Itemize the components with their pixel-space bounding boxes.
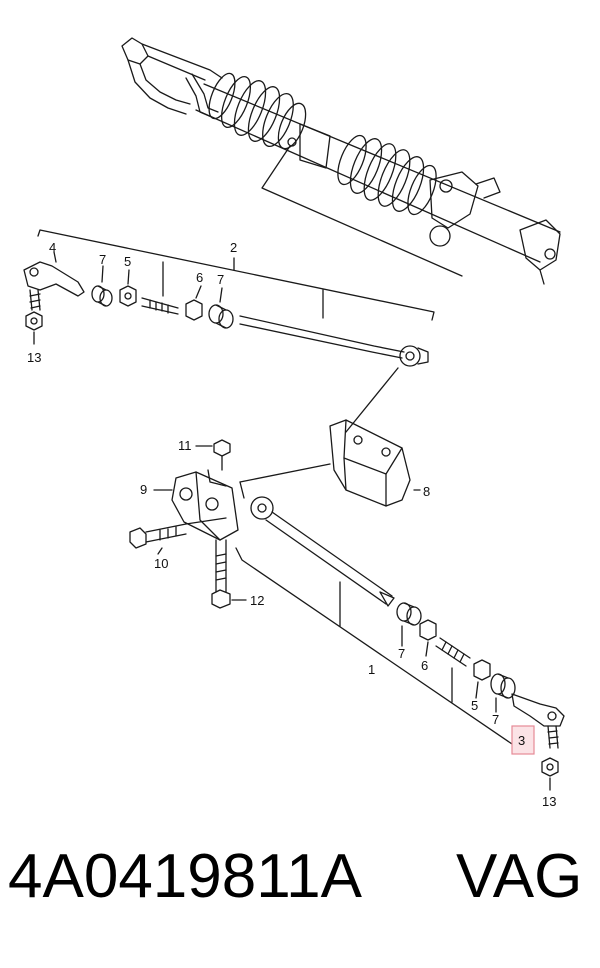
label-8: 8 — [423, 484, 430, 499]
bracket-8 — [329, 419, 421, 507]
label-7-lower-left: 7 — [398, 646, 405, 661]
label-1: 1 — [368, 662, 375, 677]
label-7-upper-left: 7 — [99, 252, 106, 267]
label-6-upper: 6 — [196, 270, 203, 285]
label-13-lower: 13 — [542, 794, 556, 809]
label-9: 9 — [140, 482, 147, 497]
label-4: 4 — [49, 240, 56, 255]
label-13-upper: 13 — [27, 350, 41, 365]
label-3: 3 — [518, 733, 525, 748]
part-number: 4A0419811A — [8, 842, 362, 911]
label-7-upper-right: 7 — [217, 272, 224, 287]
bracket-9 — [129, 439, 239, 609]
label-5-lower: 5 — [471, 698, 478, 713]
highlight-box-item-3 — [511, 725, 535, 755]
upper-tie-rod-group — [23, 229, 435, 367]
label-11: 11 — [178, 438, 192, 453]
label-5-upper: 5 — [124, 254, 131, 269]
label-2: 2 — [230, 240, 237, 255]
label-12: 12 — [250, 593, 264, 608]
label-7-lower-right: 7 — [492, 712, 499, 727]
steering-rack — [121, 37, 561, 285]
lower-tie-rod-group — [235, 496, 565, 777]
label-10: 10 — [154, 556, 168, 571]
brand-name: VAG — [456, 842, 583, 911]
label-6-lower: 6 — [421, 658, 428, 673]
